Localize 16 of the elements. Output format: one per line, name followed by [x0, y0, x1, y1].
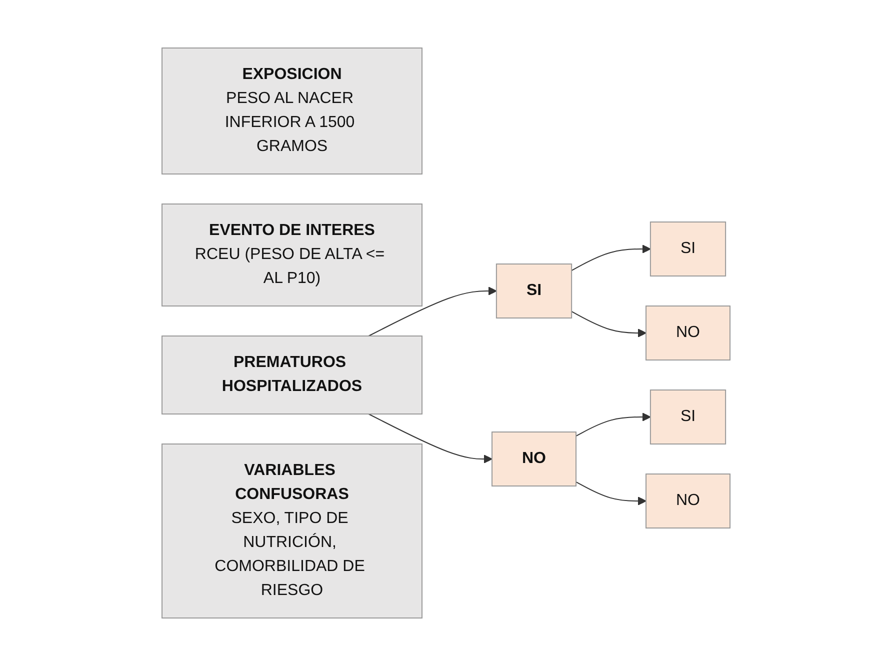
node-box: EVENTO DE INTERES RCEU (PESO DE ALTA <= AL P10)	[162, 204, 422, 306]
node-box: PREMATUROS HOSPITALIZADOS	[162, 336, 422, 414]
arrow	[571, 311, 646, 338]
node-box: SI	[496, 264, 572, 318]
node-box: NO	[646, 306, 730, 360]
node-box: EXPOSICION PESO AL NACER INFERIOR A 1500 GRAMOS	[162, 48, 422, 174]
arrow	[368, 286, 497, 336]
node-box: SI	[650, 390, 726, 444]
node-box: NO	[646, 474, 730, 528]
arrow	[368, 414, 492, 464]
arrow	[571, 244, 651, 271]
arrow	[576, 412, 651, 437]
node-box: NO	[492, 432, 576, 486]
node-box: VARIABLES CONFUSORAS SEXO, TIPO DE NUTRICIÓN, COMORBILIDAD DE RIESGO	[162, 444, 422, 618]
arrow	[576, 481, 646, 506]
node-box: SI	[650, 222, 726, 276]
